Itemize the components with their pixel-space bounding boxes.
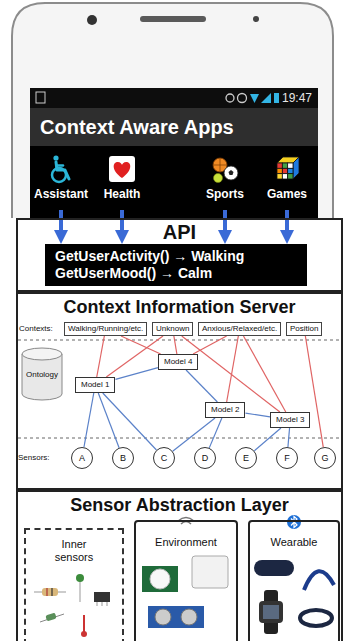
balls-icon [210, 154, 240, 184]
environment-sensors [142, 556, 228, 628]
app-screen-text: Context Aware Apps [40, 108, 318, 146]
connector-line [173, 418, 215, 451]
app-icon-text: Games [257, 187, 317, 201]
model-box-text: Model 3 [276, 415, 304, 425]
connector-line [223, 210, 227, 233]
separator-lines [18, 340, 341, 438]
layer-panel-text: Context Information Server [18, 296, 341, 318]
app-icon: Assistant [31, 152, 91, 210]
sensor-circle: D [194, 447, 216, 469]
context-box: Position [286, 322, 322, 336]
sensor-circle-text: E [236, 448, 256, 468]
wheel-icon [46, 154, 76, 184]
sensor-circle: A [71, 447, 93, 469]
ontology-cylinder: Ontology [20, 346, 64, 402]
layer-panel: Sensor Abstraction LayerInner sensors Env… [16, 490, 343, 641]
wearable-devices [254, 560, 334, 634]
connector-line [186, 370, 217, 402]
sensor-circle: E [235, 447, 257, 469]
sensor-circle-text: D [195, 448, 215, 468]
connector-line [227, 336, 239, 402]
model-box-text: Model 1 [81, 380, 109, 390]
connector-line [245, 413, 270, 417]
layer-panel: APIGetUserActivity() → WalkingGetUserMoo… [16, 218, 343, 292]
context-box-text: Walking/Running/etc. [68, 324, 143, 334]
cube-icon [272, 154, 302, 184]
bluetooth-symbol [287, 515, 301, 529]
connector-line [97, 336, 105, 377]
sensor-circle: G [314, 447, 336, 469]
connector-line [243, 336, 285, 412]
connector-line [209, 418, 222, 448]
sensor-group-text: Inner sensors [47, 538, 101, 564]
sensor-circle-text: B [113, 448, 133, 468]
context-box: Walking/Running/etc. [64, 322, 147, 336]
api-box: GetUserActivity() → WalkingGetUserMood()… [45, 244, 307, 286]
inner-sensor-parts [34, 574, 110, 637]
connector-line [193, 336, 226, 354]
connector-line [106, 336, 163, 377]
app-icon: Sports [195, 152, 255, 210]
context-box: Anxious/Relaxed/etc. [198, 322, 281, 336]
sensor-circle: C [153, 447, 175, 469]
connector-line [120, 210, 124, 233]
app-icon-text: Health [92, 187, 152, 201]
layer-panel: Context Information ServerWalking/Runnin… [16, 292, 343, 490]
app-icon-text: Sports [195, 187, 255, 201]
sensor-group: Environment [134, 520, 238, 641]
sensor-circle-text: G [315, 448, 335, 468]
layer-panel-text: API [18, 222, 341, 242]
connector-line [305, 336, 323, 447]
sensor-group: Inner sensors [24, 528, 124, 641]
row-label: Contexts: [19, 324, 53, 334]
connector-line [103, 393, 157, 450]
model-box: Model 2 [205, 402, 245, 418]
context-box-text: Anxious/Relaxed/etc. [202, 324, 277, 334]
ontology-cylinder-text: Ontology [20, 370, 64, 380]
api-box-text: GetUserMood() → Calm [55, 265, 297, 282]
api-box-text: GetUserActivity() → Walking [55, 248, 297, 265]
row-label: Sensors: [18, 453, 50, 463]
sensor-group: Wearable [248, 520, 340, 641]
context-box: Unknown [152, 322, 193, 336]
phone-screen [30, 88, 318, 218]
model-box: Model 4 [158, 354, 198, 370]
app-screen: Context Aware AppsAssistantHealth SportsG… [30, 88, 318, 218]
sensor-group-text: Wearable [250, 536, 338, 549]
connector-line [288, 428, 290, 447]
model-box-text: Model 4 [164, 357, 192, 367]
model-box: Model 3 [270, 412, 310, 428]
connector-line [59, 210, 63, 233]
app-icon-text: Assistant [31, 187, 91, 201]
model-box: Model 1 [75, 377, 115, 393]
sensor-circle-text: A [72, 448, 92, 468]
phone-body [12, 3, 333, 218]
connector-line [174, 336, 177, 354]
context-box-text: Position [290, 324, 318, 334]
app-icon: Health [92, 152, 152, 210]
connector-line [285, 210, 289, 233]
sensor-circle: B [112, 447, 134, 469]
app-icon: Games [257, 152, 317, 210]
heart-icon [107, 154, 137, 184]
connector-line [254, 428, 281, 451]
connector-line [115, 368, 158, 380]
sensor-circle: F [276, 447, 298, 469]
status-time: 19:47 [282, 90, 312, 106]
sensor-circle-text: C [154, 448, 174, 468]
sensor-group-text: Environment [136, 536, 236, 549]
sensor-circle-text: F [277, 448, 297, 468]
layer-panel-text: Sensor Abstraction Layer [18, 494, 341, 516]
context-box-text: Unknown [156, 324, 189, 334]
connector-line [84, 393, 94, 447]
model-box-text: Model 2 [211, 405, 239, 415]
connector-line [98, 393, 119, 448]
